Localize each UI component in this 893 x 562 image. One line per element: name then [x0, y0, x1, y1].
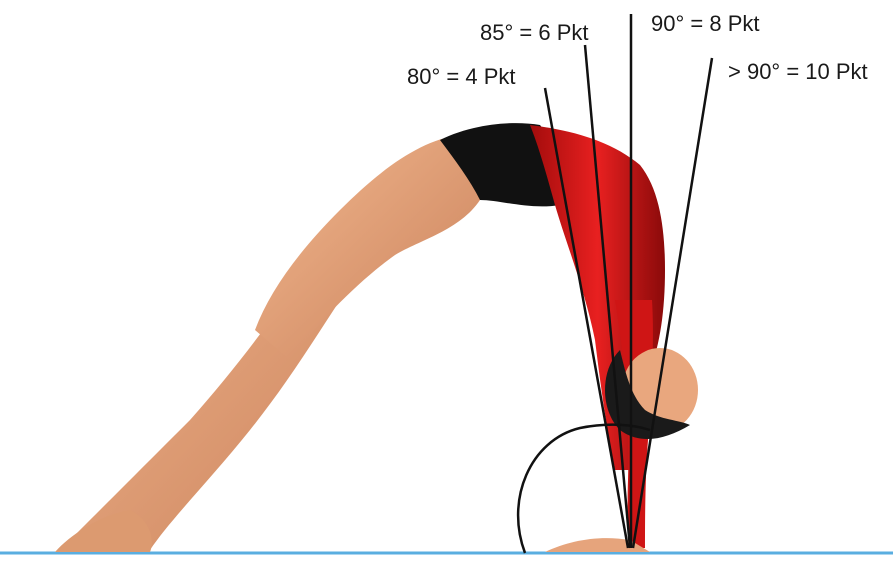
label-85-deg: 85° = 6 Pkt	[480, 22, 588, 44]
thigh	[255, 135, 488, 360]
label-80-deg: 80° = 4 Pkt	[407, 66, 515, 88]
label-90-deg: 90° = 8 Pkt	[651, 13, 759, 35]
label-over-90-deg: > 90° = 10 Pkt	[728, 61, 868, 83]
